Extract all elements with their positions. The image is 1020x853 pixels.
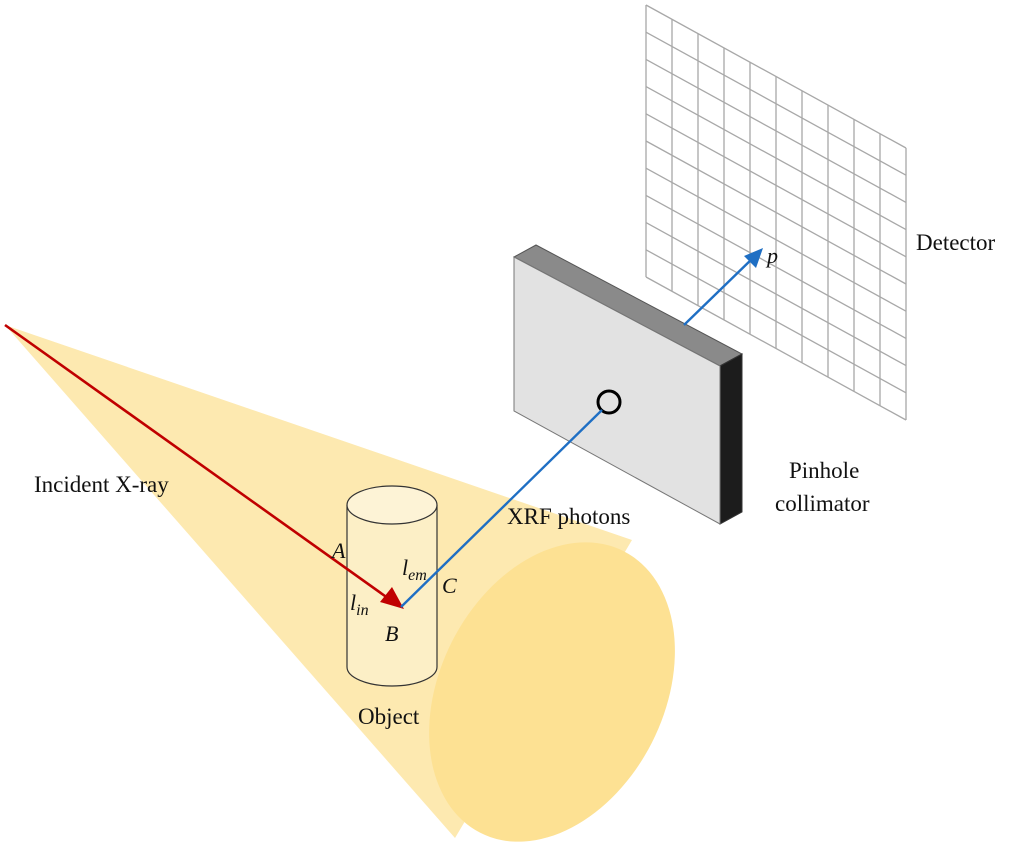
xrf-photons-label: XRF photons [507, 504, 630, 529]
l-in-label: lin [350, 590, 369, 619]
detector-grid-row-line [645, 194, 907, 339]
incident-ray-arrowhead [380, 587, 404, 609]
collimator-side-face [719, 353, 743, 525]
l-in-subscript: in [356, 602, 368, 619]
pinhole-collimator [512, 244, 744, 525]
detector-grid-row-line [645, 167, 907, 312]
collimator-front-face [513, 256, 721, 525]
point-c-label: C [442, 573, 457, 598]
xrf-ray [400, 409, 603, 608]
detector-label: Detector [916, 230, 996, 255]
point-b-label: B [385, 621, 398, 646]
l-em-label: lem [402, 555, 427, 584]
detector-grid-row-line [645, 249, 907, 394]
point-p-label: p [765, 243, 778, 268]
pinhole-label-line2: collimator [775, 491, 870, 516]
detector-grid-row-line [645, 276, 907, 421]
incident-ray [4, 323, 400, 608]
point-a-label: A [330, 538, 346, 563]
detector-grid-row-line [645, 140, 907, 285]
l-in-base: l [350, 590, 356, 615]
xrf-ray-to-detector [683, 255, 756, 326]
detector-grid [645, 4, 907, 421]
pinhole-aperture [596, 389, 622, 415]
pinhole-label-line1: Pinhole [789, 458, 859, 483]
beam-cone-end [429, 542, 675, 842]
l-em-subscript: em [408, 567, 427, 584]
detector-grid-row-line [645, 222, 907, 367]
x-ray-beam-cone [5, 325, 675, 842]
l-em-base: l [402, 555, 408, 580]
xrf-ray-arrowhead [744, 248, 763, 268]
cylinder-top [346, 485, 438, 525]
object-label: Object [358, 704, 420, 729]
incident-xray-label: Incident X-ray [34, 472, 169, 497]
